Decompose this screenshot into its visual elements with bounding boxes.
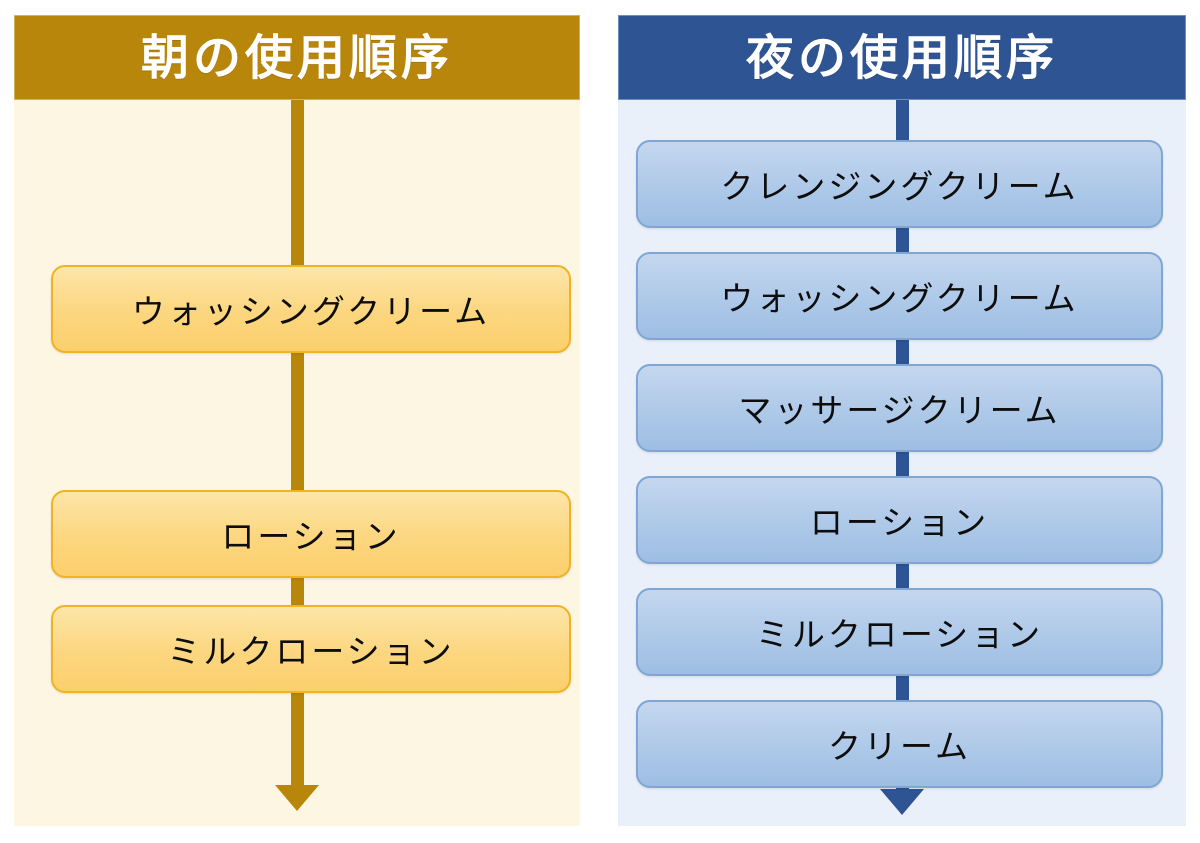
step-label: ローション bbox=[221, 517, 401, 556]
panel-morning-header: 朝の使用順序 bbox=[14, 15, 580, 100]
step-box[interactable]: クレンジングクリーム bbox=[636, 140, 1163, 228]
panel-night-header: 夜の使用順序 bbox=[618, 15, 1186, 100]
panel-night: 夜の使用順序 クレンジングクリーム ウォッシングクリーム マッサージクリーム ロ… bbox=[618, 15, 1186, 826]
panel-morning: 朝の使用順序 ウォッシングクリーム ローション ミルクローション bbox=[14, 15, 580, 826]
step-label: ミルクローション bbox=[167, 632, 455, 671]
step-label: マッサージクリーム bbox=[738, 391, 1061, 430]
step-box[interactable]: ウォッシングクリーム bbox=[51, 265, 571, 353]
step-box[interactable]: ミルクローション bbox=[51, 605, 571, 693]
step-box[interactable]: ローション bbox=[51, 490, 571, 578]
panel-morning-steps: ウォッシングクリーム ローション ミルクローション bbox=[14, 15, 580, 826]
step-box[interactable]: クリーム bbox=[636, 700, 1163, 788]
step-label: ローション bbox=[809, 503, 990, 542]
panel-night-title: 夜の使用順序 bbox=[745, 29, 1058, 86]
step-label: ウォッシングクリーム bbox=[720, 279, 1079, 318]
step-box[interactable]: マッサージクリーム bbox=[636, 364, 1163, 452]
step-box[interactable]: ローション bbox=[636, 476, 1163, 564]
flow-arrow-down-icon-morning bbox=[275, 785, 319, 811]
flow-arrow-down-icon-night bbox=[880, 789, 924, 815]
step-label: クリーム bbox=[827, 727, 971, 766]
step-label: クレンジングクリーム bbox=[720, 167, 1079, 206]
panel-morning-title: 朝の使用順序 bbox=[140, 29, 453, 86]
step-box[interactable]: ミルクローション bbox=[636, 588, 1163, 676]
panel-night-steps: クレンジングクリーム ウォッシングクリーム マッサージクリーム ローション ミル… bbox=[618, 15, 1186, 826]
step-label: ミルクローション bbox=[755, 615, 1044, 654]
step-label: ウォッシングクリーム bbox=[131, 292, 491, 331]
step-box[interactable]: ウォッシングクリーム bbox=[636, 252, 1163, 340]
